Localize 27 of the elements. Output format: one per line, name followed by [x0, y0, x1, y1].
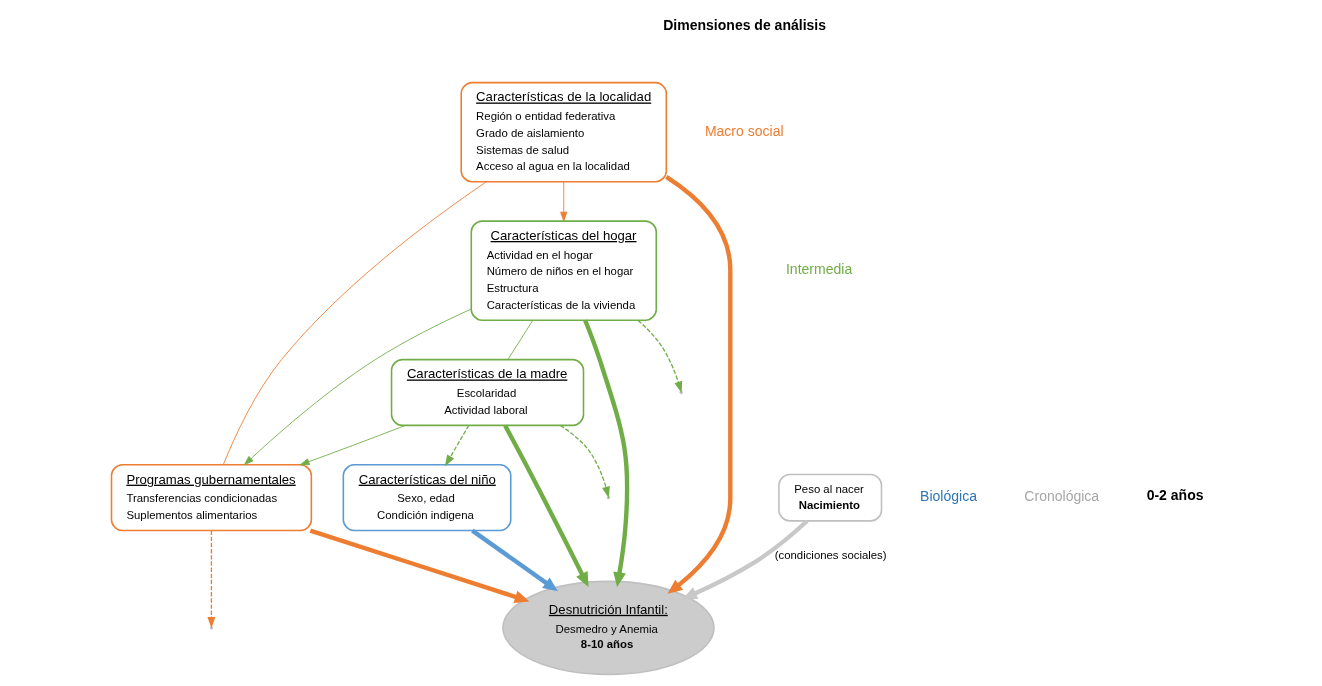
arrow — [206, 529, 215, 629]
arrow — [444, 424, 469, 467]
arrow — [309, 528, 529, 603]
node-box: Peso al nacer Nacimiento — [777, 473, 882, 522]
node-box: Características de la madre Escolaridad Actividad laboral — [390, 358, 584, 427]
node-box: Características del niño Sexo, edad Condición indigena — [342, 464, 512, 532]
arrow — [502, 424, 588, 587]
arrow — [582, 319, 629, 587]
node-box: Características del hogar Actividad en el hogar Número de niños en el hogar Estructura Características de la vivienda — [470, 220, 657, 321]
label: Biológica — [919, 488, 977, 504]
connector — [507, 319, 533, 360]
edge-label: (condiciones sociales) — [774, 548, 887, 561]
connector — [222, 181, 487, 466]
node-box: Características de la localidad Región o entidad federativa Grado de aislamiento Sistemas de salud Acceso al agua en la localidad — [459, 81, 667, 183]
arrow — [470, 528, 558, 592]
arrow — [636, 319, 682, 393]
arrow — [664, 175, 732, 594]
label: Intermedia — [785, 260, 852, 277]
arrow — [559, 181, 567, 222]
label: Cronológica — [1023, 488, 1099, 504]
arrow — [299, 425, 406, 466]
label: Dimensiones de análisis — [662, 16, 826, 33]
arrow — [559, 424, 610, 499]
label: Macro social — [704, 122, 784, 139]
arrow — [243, 308, 472, 466]
node-box: Programas gubernamentales Transferencias condicionadas Suplementos alimentarios — [110, 464, 312, 532]
label: 0-2 años — [1146, 487, 1204, 504]
